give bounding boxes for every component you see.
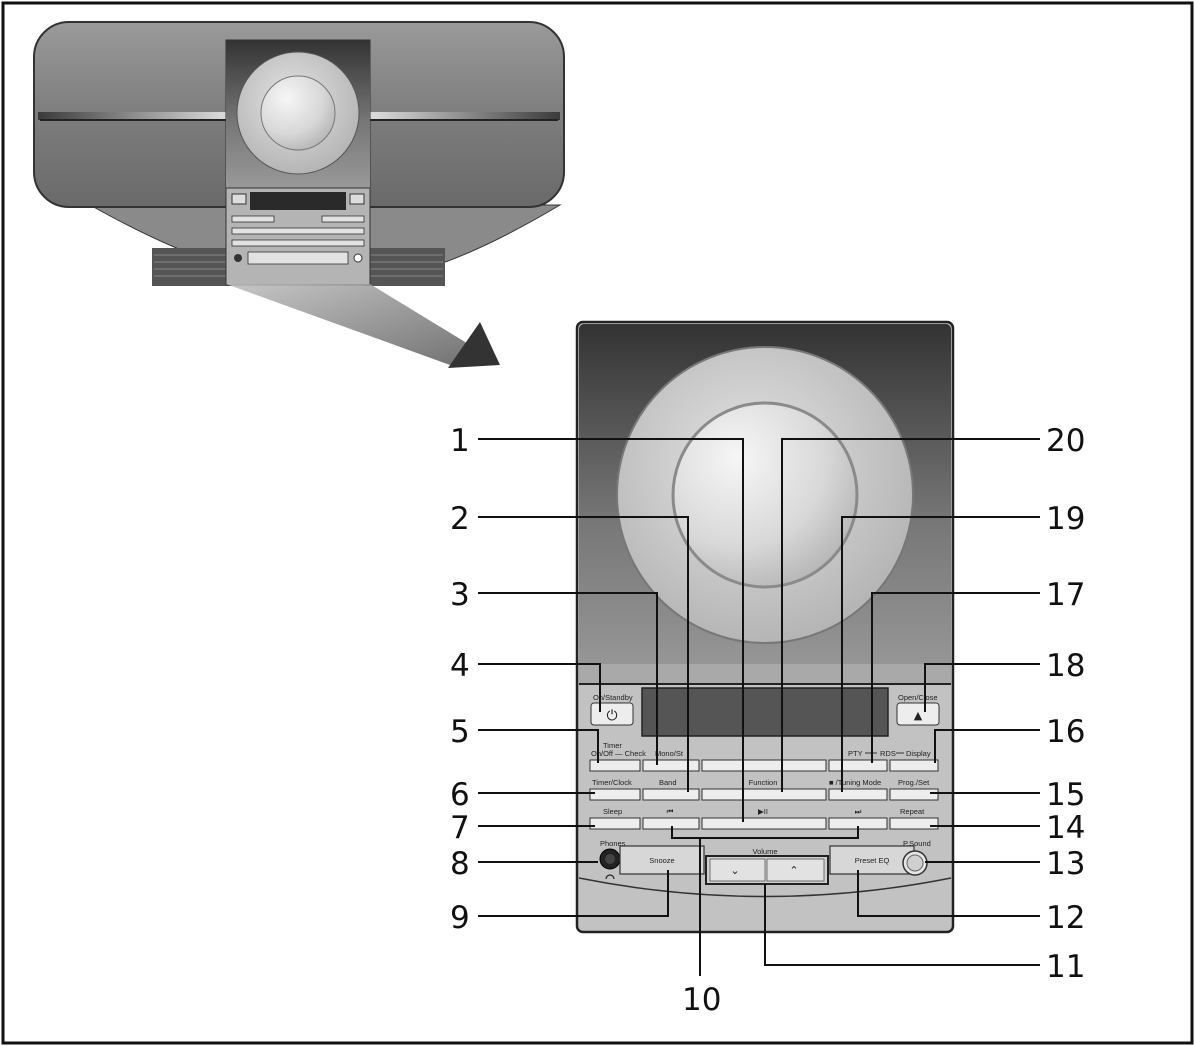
label-mono-st: Mono/St [655,749,684,758]
label-prog-set: Prog./Set [898,778,930,787]
preset-eq-button[interactable] [829,845,915,875]
label-on-standby: On/Standby [593,693,633,702]
next-icon: ⏭ [855,807,862,816]
label-timer: Timer [603,741,622,750]
overview-foot-left [152,248,232,286]
callout-8: 8 [450,846,470,882]
power-icon: ⏻ [606,708,617,724]
leader-4 [478,663,601,712]
callout-15: 15 [1046,777,1085,813]
open-close-button[interactable] [896,702,940,726]
volume-up-button[interactable] [766,858,825,882]
leader-lines [478,438,1040,976]
callout-2: 2 [450,501,470,537]
callout-10: 10 [682,982,721,1018]
overview-display [250,192,346,210]
label-repeat: Repeat [900,807,925,816]
stop-tuning-mode-button[interactable] [828,788,888,801]
callout-20: 20 [1046,423,1085,459]
power-button[interactable] [590,702,634,726]
prev-icon: ⏮ [667,807,674,816]
leader-20 [781,438,1040,792]
overview-foot-right [365,248,445,286]
zoom-arrow [448,322,500,368]
chevron-down-icon: ⌄ [730,864,739,877]
callout-14: 14 [1046,810,1085,846]
mono-st-button[interactable] [642,759,700,772]
label-timer-clock: Timer/Clock [592,778,632,787]
callout-11: 11 [1046,949,1085,985]
label-display: Display [906,749,931,758]
overview-device [33,21,565,286]
callout-18: 18 [1046,648,1085,684]
front-panel: On/Standby ⏻ Open/Close ▲ Timer On/Off —… [575,320,955,934]
callout-7: 7 [450,810,470,846]
label-rds: RDS [880,749,896,758]
prog-set-button[interactable] [889,788,939,801]
label-pty: PTY [848,749,863,758]
label-snooze: Snooze [649,856,674,865]
leader-10 [671,826,859,839]
label-onoff-check: On/Off — Check [591,749,646,758]
chevron-up-icon: ⌃ [789,864,798,877]
label-preset-eq: Preset EQ [855,856,890,865]
display-button[interactable] [889,759,939,772]
zoom-beam [226,284,470,365]
volume-down-button[interactable] [709,858,766,882]
leader-1 [478,438,744,822]
sleep-button[interactable] [589,817,641,830]
callout-6: 6 [450,777,470,813]
label-band: Band [659,778,677,787]
label-volume: Volume [752,847,777,856]
callout-3: 3 [450,577,470,613]
callout-13: 13 [1046,846,1085,882]
label-function: Function [749,778,778,787]
callout-numbers: 1 2 3 4 5 6 7 8 9 10 11 12 13 14 15 16 1… [450,423,1085,1018]
repeat-button[interactable] [889,817,939,830]
label-open-close: Open/Close [898,693,938,702]
callout-17: 17 [1046,577,1085,613]
function-button[interactable] [701,788,827,801]
row1-blank [701,759,827,772]
disc-inner [671,401,859,589]
overview-disc-inner [260,75,336,151]
leader-19 [841,516,1040,792]
pty-button[interactable] [828,759,888,772]
callout-12: 12 [1046,900,1085,936]
leader-17 [871,592,1040,763]
band-button[interactable] [642,788,700,801]
leader-9 [478,870,669,917]
callout-5: 5 [450,714,470,750]
label-tuning-mode: ■ /Tuning Mode [829,778,881,787]
leader-2 [478,516,689,792]
eject-icon: ▲ [914,709,923,722]
leader-16 [934,729,1040,763]
callout-1: 1 [450,423,470,459]
leader-18 [924,663,1040,712]
leader-3 [478,592,658,765]
play-pause-button[interactable] [701,817,827,830]
timer-clock-button[interactable] [589,788,641,801]
leader-11 [764,884,1040,966]
label-sleep: Sleep [603,807,622,816]
display-window [641,687,889,737]
timer-onoff-check-button[interactable] [589,759,641,772]
callout-9: 9 [450,900,470,936]
leader-12 [857,870,1040,917]
leader-5 [478,729,599,763]
label-phones: Phones [600,839,626,848]
callout-19: 19 [1046,501,1085,537]
callout-16: 16 [1046,714,1085,750]
callout-4: 4 [450,648,470,684]
label-p-sound: P.Sound [903,839,931,848]
snooze-button[interactable] [619,845,705,875]
play-pause-icon: ▶II [758,807,768,816]
